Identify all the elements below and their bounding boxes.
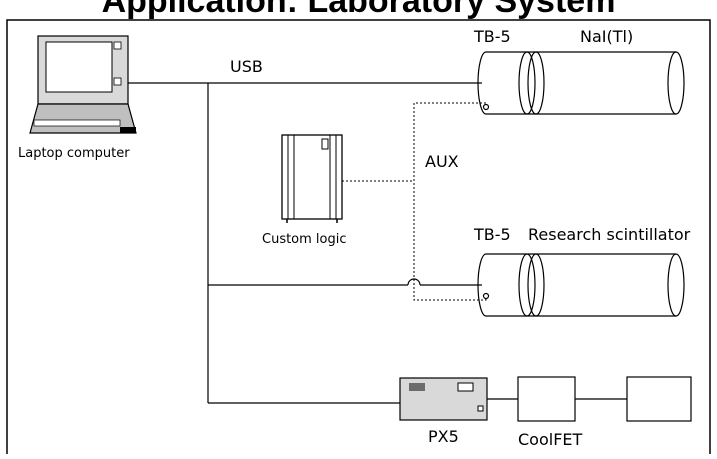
tb5-mid-label: TB-5 <box>473 225 511 244</box>
laptop-icon <box>29 35 137 134</box>
frame <box>6 19 711 454</box>
usb-bus <box>128 82 482 404</box>
diagram-title: Application: Laboratory System <box>101 0 616 20</box>
aux-lines <box>342 102 487 301</box>
laptop-label: Laptop computer <box>18 146 130 161</box>
tb5-top-label: TB-5 <box>473 27 511 46</box>
nai-label: NaI(Tl) <box>580 27 633 46</box>
px5-label: PX5 <box>428 427 459 446</box>
nai-cylinder <box>536 51 685 115</box>
px5-box <box>399 377 488 421</box>
usb-label: USB <box>230 57 263 76</box>
tb5-mid-cylinder <box>477 253 545 317</box>
research-label: Research scintillator <box>528 225 691 244</box>
tb5-top-cylinder <box>477 51 545 115</box>
custom-logic-icon <box>281 134 343 223</box>
research-scintillator-cylinder <box>536 253 685 317</box>
coolfet-label: CoolFET <box>518 430 583 449</box>
coolfet-box <box>517 376 576 422</box>
aux-label: AUX <box>425 152 459 171</box>
custom-logic-label: Custom logic <box>262 232 347 247</box>
detector-box <box>626 376 692 422</box>
